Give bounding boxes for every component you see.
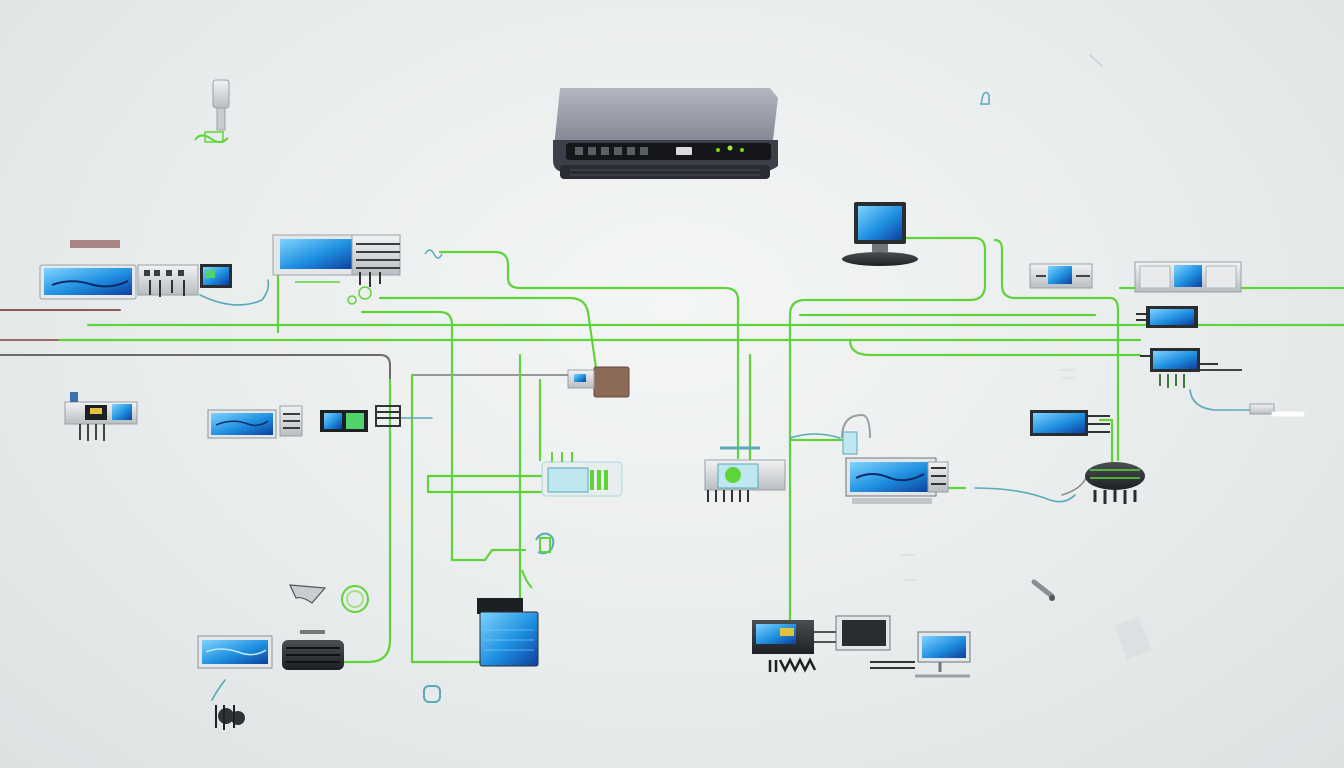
monitor-icon <box>272 234 364 276</box>
cable-gray-right <box>1061 471 1089 496</box>
cable-bus-green <box>58 236 1344 664</box>
cable-connector-icon <box>289 532 555 703</box>
green-route-g <box>410 373 482 664</box>
green-route-a <box>438 250 740 460</box>
teal-lead-6 <box>789 433 841 439</box>
monitor-icon <box>39 240 137 300</box>
monitor-icon <box>842 202 918 266</box>
server-icon <box>282 630 344 670</box>
network-switch-icon <box>1085 462 1145 504</box>
green-route-k <box>788 236 987 622</box>
monitor-icon <box>200 264 232 288</box>
monitor-icon <box>197 635 273 669</box>
cable-connector-icon <box>1031 54 1305 601</box>
status-led-icon <box>716 148 720 152</box>
green-bus-4 <box>848 338 1142 357</box>
cable-connector-icon <box>215 705 245 730</box>
green-route-o <box>1098 418 1114 472</box>
green-route-h <box>343 378 392 664</box>
monitor-icon <box>870 631 971 678</box>
teal-lead-5 <box>211 679 226 701</box>
green-route-l <box>993 238 1120 462</box>
teal-lead-1 <box>199 279 270 306</box>
monitor-icon <box>1140 348 1242 388</box>
server-icon <box>279 405 303 437</box>
network-switch-icon <box>541 452 623 497</box>
monitor-icon <box>1136 306 1198 328</box>
monitor-icon <box>477 598 539 667</box>
server-icon <box>1134 261 1242 293</box>
cable-connector-icon <box>194 79 230 143</box>
network-switch-icon <box>704 446 786 502</box>
monitor-icon <box>320 410 368 432</box>
monitor-icon <box>1030 410 1110 436</box>
green-route-b <box>378 296 598 370</box>
network-switch-icon <box>64 392 138 441</box>
monitor-icon <box>814 615 891 651</box>
green-route-i <box>426 474 562 494</box>
teal-lead-4 <box>974 487 1076 503</box>
teal-lead-3 <box>1189 389 1251 411</box>
server-icon <box>351 234 401 287</box>
network-switch-icon <box>137 264 199 297</box>
background-decoration <box>900 369 1152 660</box>
cable-gray-trunk <box>0 354 391 381</box>
monitor-icon <box>207 409 277 439</box>
cable-connector-icon <box>295 249 443 305</box>
network-switch-icon <box>1029 263 1093 289</box>
connector-hook-icon <box>980 91 990 105</box>
server-icon <box>567 366 630 398</box>
cable-connector-icon <box>375 405 401 427</box>
router-icon <box>553 88 778 179</box>
green-route-c <box>360 310 527 562</box>
server-icon <box>752 620 817 673</box>
monitor-icon <box>841 413 949 504</box>
